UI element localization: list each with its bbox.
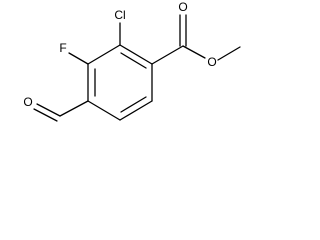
ring-bond-c1-c2 xyxy=(119,44,153,65)
bond-aldehyde-double-1 xyxy=(36,103,61,117)
bond-ring-carbonyl-carbon xyxy=(151,45,184,65)
bond-ring-fluorine xyxy=(68,52,89,65)
ester-oxygen-label: O xyxy=(207,55,216,69)
ring-double-bond-c5-c6 xyxy=(120,96,147,113)
chemical-structure: Cl F O O O xyxy=(23,0,241,122)
ring-bond-c4-c5 xyxy=(87,100,121,121)
methyl-ester-group xyxy=(151,14,241,65)
chlorine-label: Cl xyxy=(114,8,125,22)
bond-carbonyl-ester-oxygen xyxy=(182,45,206,59)
ring-double-bond-c1-c2 xyxy=(120,52,147,69)
fluorine-label: F xyxy=(59,41,66,55)
benzene-ring xyxy=(87,44,153,121)
ring-bond-c2-c3 xyxy=(87,44,121,65)
bond-ring-aldehyde-carbon xyxy=(59,100,89,117)
carbonyl-oxygen-label: O xyxy=(178,0,187,14)
bond-aldehyde-double-2 xyxy=(33,108,58,122)
aldehyde-oxygen-label: O xyxy=(23,95,32,109)
aldehyde-group xyxy=(33,100,89,122)
bond-ester-oxygen-methyl xyxy=(217,46,241,61)
ring-bond-c5-c6 xyxy=(119,100,153,121)
